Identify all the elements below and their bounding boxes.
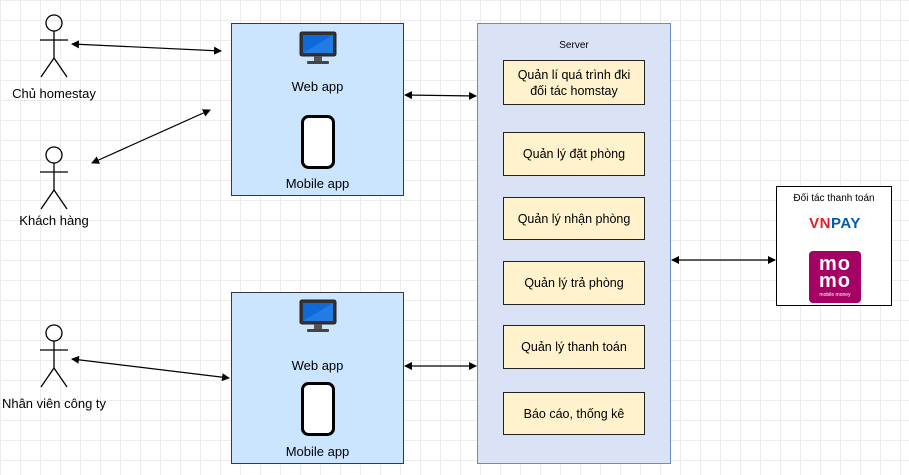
vnpay-logo: VNPAY <box>797 215 873 232</box>
vnpay-logo-vn: VN <box>809 215 831 232</box>
module-check-in: Quản lý nhận phòng <box>503 197 645 240</box>
desktop-monitor-icon <box>299 31 337 64</box>
arrow-homestay-owner-to-web <box>71 40 222 55</box>
mobile-app-label: Mobile app <box>285 176 350 191</box>
momo-logo-subtext: mobile money <box>819 292 851 298</box>
desktop-monitor-icon <box>299 299 337 332</box>
momo-logo-word-top: mo <box>819 253 851 275</box>
stick-figure-icon <box>40 146 68 210</box>
vnpay-logo-pay: PAY <box>830 215 861 232</box>
module-check-out: Quản lý trả phòng <box>503 261 645 305</box>
momo-logo-word-bottom: mo <box>819 270 851 292</box>
arrow-top-apps-to-server <box>404 91 477 100</box>
server-box: Server Quản lí quá trình đki đối tác hom… <box>477 23 671 464</box>
module-booking: Quản lý đặt phòng <box>503 132 645 176</box>
actor-label-customer: Khách hàng <box>19 213 89 228</box>
actor-label-homestay-owner: Chủ homestay <box>12 86 96 101</box>
payment-partner-box: Đối tác thanh toán VNPAY mo mo mobile mo… <box>776 186 892 306</box>
web-app-label: Web app <box>291 79 344 94</box>
module-partner-registration: Quản lí quá trình đki đối tác homstay <box>503 60 645 105</box>
module-reports: Báo cáo, thống kê <box>503 392 645 435</box>
momo-logo: mo mo mobile money <box>809 251 861 303</box>
payment-partner-title: Đối tác thanh toán <box>793 193 875 204</box>
client-apps-box-top: Web app Mobile app <box>231 23 404 196</box>
actor-label-company-staff: Nhân viên công ty <box>1 396 107 411</box>
arrow-customer-to-apps <box>91 109 211 164</box>
arrow-staff-to-web <box>71 355 230 382</box>
mobile-phone-icon <box>301 115 335 169</box>
module-payment: Quản lý thanh toán <box>503 325 645 369</box>
mobile-phone-icon <box>301 382 335 436</box>
web-app-label: Web app <box>291 358 344 373</box>
client-apps-box-bottom: Web app Mobile app <box>231 292 404 464</box>
stick-figure-icon <box>40 14 68 78</box>
server-title: Server <box>559 40 589 51</box>
stick-figure-icon <box>40 324 68 388</box>
mobile-app-label: Mobile app <box>285 444 350 459</box>
